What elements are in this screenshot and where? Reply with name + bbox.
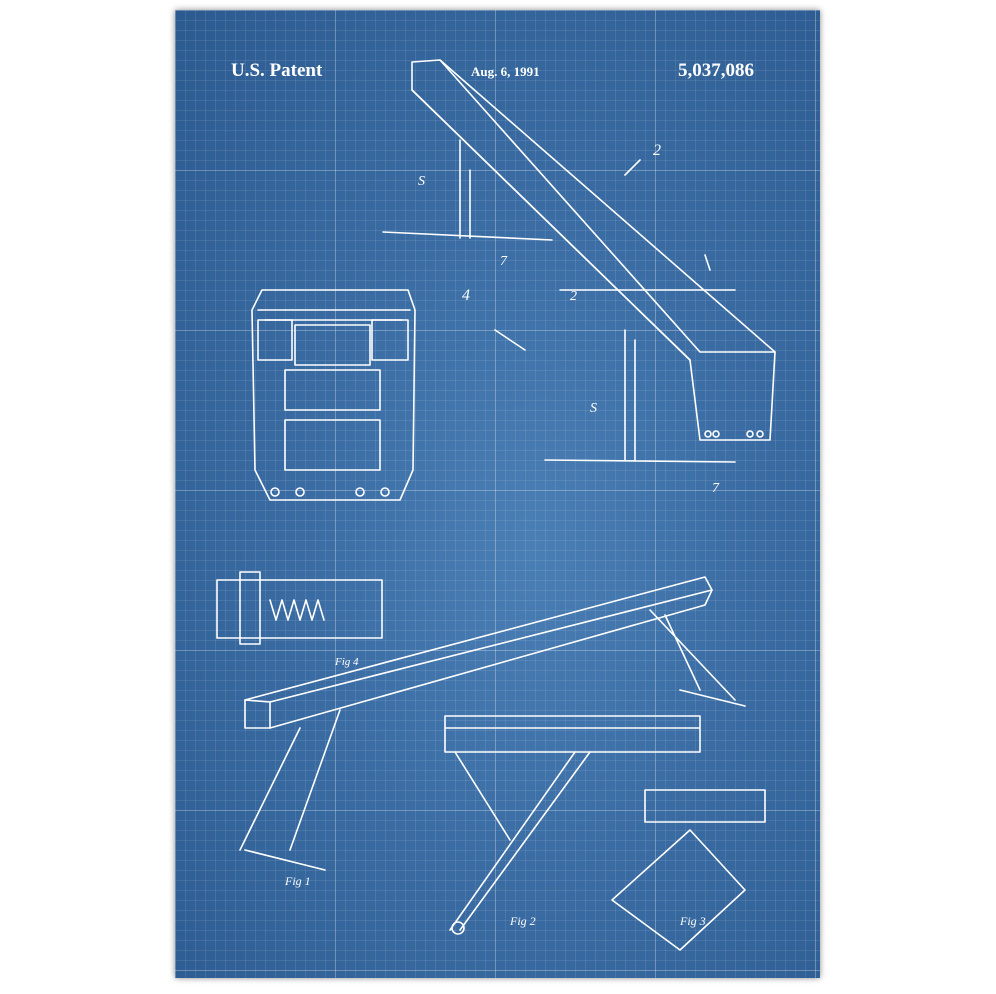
spring-detail-drawing: Fig 4: [216, 571, 383, 668]
beam-perspective-drawing: S S 2 7 7 4 2: [382, 59, 776, 496]
svg-text:7: 7: [712, 481, 720, 496]
svg-text:S: S: [590, 401, 597, 416]
svg-text:Fig 4: Fig 4: [334, 656, 359, 668]
detail-fig3-drawing: Fig 3: [611, 789, 766, 951]
svg-text:Fig 1: Fig 1: [284, 874, 311, 888]
svg-text:2: 2: [653, 142, 661, 159]
svg-text:Fig 3: Fig 3: [679, 914, 706, 928]
svg-text:4: 4: [462, 287, 470, 304]
patent-label: U.S. Patent: [231, 60, 323, 81]
blueprint-poster: U.S. Patent Aug. 6, 1991 5,037,086 S S 2…: [175, 10, 820, 978]
patent-drawing: S S 2 7 7 4 2 Fig 4: [216, 59, 776, 951]
beam-fig1-drawing: Fig 1: [239, 576, 746, 888]
patent-date: Aug. 6, 1991: [471, 64, 540, 79]
svg-text:2: 2: [570, 289, 577, 304]
svg-text:S: S: [418, 174, 425, 189]
patent-number: 5,037,086: [678, 60, 754, 81]
svg-text:7: 7: [500, 254, 508, 269]
beam-fig2-drawing: Fig 2: [444, 715, 701, 935]
svg-text:Fig 2: Fig 2: [509, 914, 536, 928]
cross-section-drawing: [251, 289, 416, 501]
grid-background: [175, 10, 820, 978]
